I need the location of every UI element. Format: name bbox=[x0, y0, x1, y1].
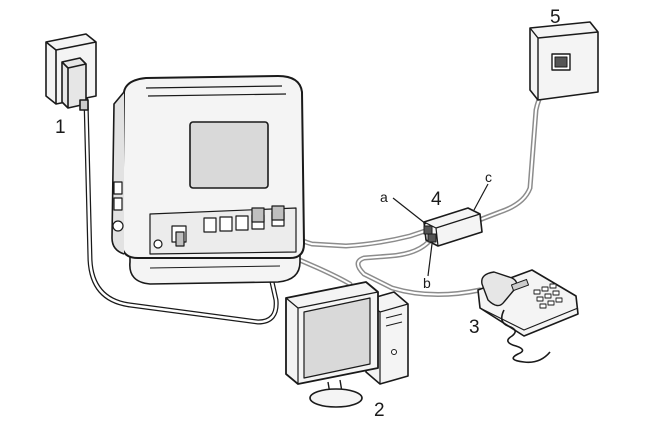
splitter-port-b bbox=[427, 233, 437, 243]
callout-c: c bbox=[485, 169, 492, 185]
router-side-button bbox=[113, 181, 123, 195]
callout-1: 1 bbox=[55, 117, 66, 138]
router-panel bbox=[189, 121, 269, 189]
lan-port bbox=[203, 217, 217, 233]
computer bbox=[285, 281, 409, 408]
callout-2: 2 bbox=[374, 400, 385, 421]
callout-b: b bbox=[423, 275, 431, 291]
monitor-screen bbox=[303, 297, 371, 379]
telephone bbox=[477, 269, 579, 364]
callout-5: 5 bbox=[550, 7, 561, 28]
callout-a: a bbox=[380, 189, 388, 205]
callout-leaders bbox=[392, 183, 489, 277]
coiled-cord bbox=[500, 309, 551, 364]
callout-4: 4 bbox=[431, 189, 442, 210]
router-stand bbox=[129, 251, 301, 285]
keypad bbox=[533, 283, 563, 309]
splitter bbox=[423, 207, 483, 247]
lan-port bbox=[235, 215, 249, 231]
callout-3: 3 bbox=[469, 317, 480, 338]
reset-button-icon bbox=[153, 239, 163, 249]
splitter-port-a bbox=[423, 225, 433, 235]
phone-cable bbox=[355, 235, 483, 297]
lan-port bbox=[219, 216, 233, 232]
router bbox=[111, 75, 305, 285]
leader-b bbox=[427, 243, 433, 277]
monitor-base bbox=[309, 388, 363, 408]
power-adapter bbox=[45, 33, 97, 111]
wall-jack bbox=[529, 21, 599, 101]
leader-c bbox=[473, 183, 489, 211]
leader-a bbox=[392, 197, 427, 225]
router-side-button bbox=[113, 197, 123, 211]
